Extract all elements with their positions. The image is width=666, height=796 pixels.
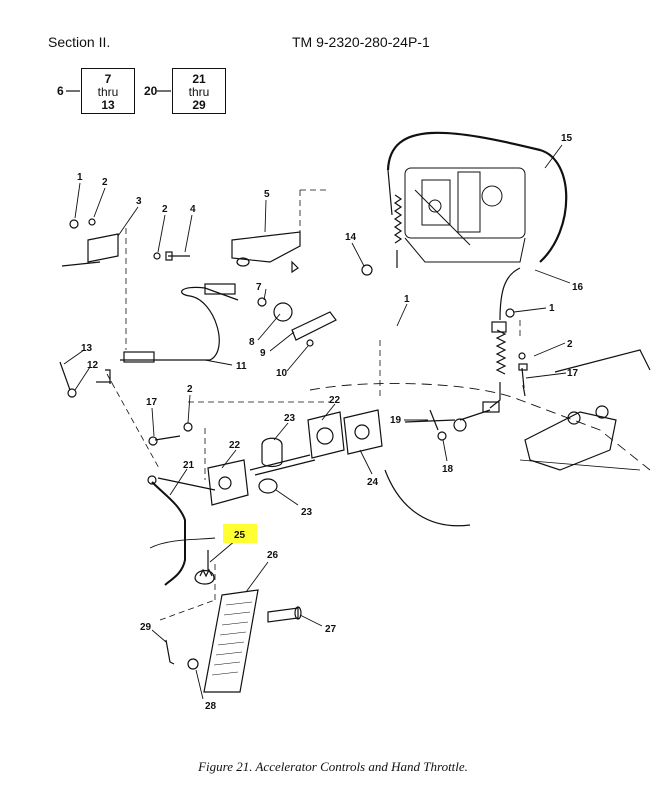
leader-box-line: 13 bbox=[101, 98, 115, 112]
callout-label: 13 bbox=[81, 343, 93, 354]
callout-label: 8 bbox=[249, 337, 255, 348]
leader-from-20: 20 bbox=[144, 84, 158, 98]
callout-label: 29 bbox=[140, 622, 152, 633]
callout-label: 4 bbox=[190, 204, 196, 215]
callout-label: 23 bbox=[284, 413, 296, 424]
callout-label: 2 bbox=[102, 177, 108, 188]
callout-label: 23 bbox=[301, 507, 313, 518]
callout-label: 5 bbox=[264, 189, 270, 200]
leader-box-7-13: 7 thru 13 bbox=[81, 68, 135, 114]
callout-label: 21 bbox=[183, 460, 195, 471]
callout-label: 26 bbox=[267, 550, 279, 561]
callout-label: 3 bbox=[136, 196, 142, 207]
leader-box-line: thru bbox=[97, 85, 119, 99]
callout-label: 22 bbox=[229, 440, 241, 451]
callout-label: 25 bbox=[234, 530, 246, 541]
section-heading: Section II. bbox=[48, 34, 111, 50]
tm-number: TM 9-2320-280-24P-1 bbox=[292, 34, 430, 50]
callout-label: 2 bbox=[187, 384, 193, 395]
callout-label: 27 bbox=[325, 624, 337, 635]
callout-label: 24 bbox=[367, 477, 379, 488]
callout-label: 10 bbox=[276, 368, 288, 379]
callout-25-highlight bbox=[223, 524, 257, 543]
figure-caption: Figure 21. Accelerator Controls and Hand… bbox=[198, 759, 468, 774]
leader-from-6: 6 bbox=[57, 84, 64, 98]
callout-label: 1 bbox=[404, 294, 410, 305]
callout-label: 7 bbox=[256, 282, 262, 293]
callout-label: 28 bbox=[205, 701, 217, 712]
callout-label: 17 bbox=[567, 368, 579, 379]
callout-label: 17 bbox=[146, 397, 158, 408]
callout-label: 16 bbox=[572, 282, 584, 293]
leader-box-line: 21 bbox=[192, 72, 206, 86]
callout-label: 1 bbox=[77, 172, 83, 183]
callout-label: 18 bbox=[442, 464, 454, 475]
callout-label: 11 bbox=[236, 361, 247, 372]
leader-box-21-29: 21 thru 29 bbox=[172, 68, 226, 114]
callout-label: 2 bbox=[162, 204, 168, 215]
callout-label: 1 bbox=[549, 303, 555, 314]
leader-box-line: thru bbox=[188, 85, 210, 99]
callout-label: 12 bbox=[87, 360, 99, 371]
callout-label: 9 bbox=[260, 348, 266, 359]
leader-box-line: 7 bbox=[104, 72, 112, 86]
leader-box-line: 29 bbox=[192, 98, 206, 112]
callout-label: 15 bbox=[561, 133, 573, 144]
callout-label: 2 bbox=[567, 339, 573, 350]
callout-label: 22 bbox=[329, 395, 341, 406]
callout-label: 14 bbox=[345, 232, 357, 243]
callout-label: 19 bbox=[390, 415, 402, 426]
injection-pump bbox=[404, 167, 526, 263]
